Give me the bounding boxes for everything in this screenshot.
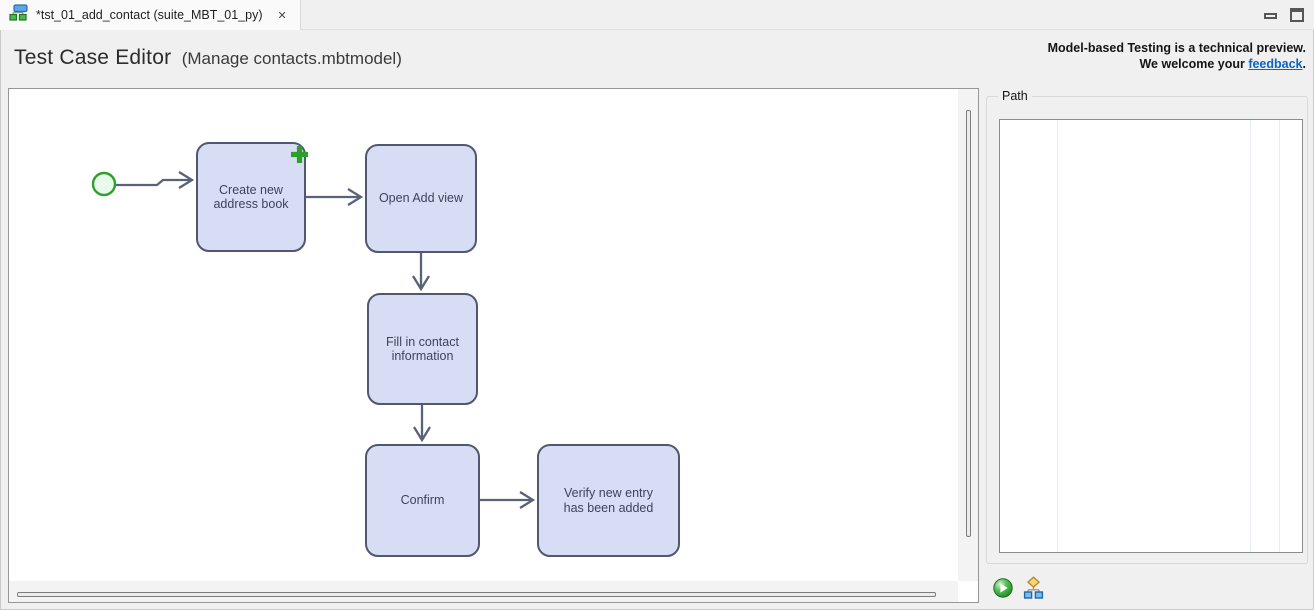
notice-line2-text: We welcome your	[1139, 56, 1249, 71]
path-column-divider	[1250, 120, 1251, 552]
tab-tst-01-add-contact[interactable]: *tst_01_add_contact (suite_MBT_01_py) ✕	[0, 0, 301, 30]
path-panel: Path	[986, 89, 1308, 564]
canvas-horizontal-scrollbar[interactable]	[9, 581, 958, 602]
scrollbar-corner	[958, 581, 978, 602]
page-title: Test Case Editor	[14, 46, 172, 69]
horizontal-scroll-thumb[interactable]	[17, 592, 936, 597]
node-label: Fill in contact information	[386, 334, 459, 364]
path-column-divider	[1057, 120, 1058, 552]
node-verify-new-entry[interactable]: Verify new entry has been added	[537, 444, 680, 557]
node-open-add-view[interactable]: Open Add view	[365, 144, 477, 253]
editor-tab-bar: *tst_01_add_contact (suite_MBT_01_py) ✕	[0, 0, 1314, 30]
page-subtitle: (Manage contacts.mbtmodel)	[181, 49, 402, 68]
node-label: Open Add view	[378, 191, 464, 206]
tab-label: *tst_01_add_contact (suite_MBT_01_py)	[36, 8, 263, 22]
node-label: Create new address book	[213, 182, 289, 212]
path-panel-title: Path	[998, 89, 1032, 103]
notice-line2: We welcome your feedback.	[1048, 57, 1306, 73]
tech-preview-notice: Model-based Testing is a technical previ…	[1048, 41, 1306, 72]
path-toolbar	[993, 576, 1045, 599]
maximize-icon[interactable]	[1290, 8, 1304, 22]
notice-line2-period: .	[1302, 56, 1306, 71]
diagram-edges-layer	[91, 171, 536, 509]
start-node[interactable]	[91, 171, 117, 197]
model-tree-icon[interactable]	[1022, 576, 1045, 599]
play-icon[interactable]	[993, 577, 1013, 598]
model-canvas[interactable]: Create new address book Open Add view Fi…	[8, 88, 979, 603]
edge-start-to-create[interactable]	[116, 171, 195, 189]
add-node-icon[interactable]	[289, 144, 310, 165]
node-confirm[interactable]: Confirm	[365, 444, 480, 557]
view-controls	[1264, 0, 1304, 30]
feedback-link[interactable]: feedback	[1248, 56, 1303, 71]
editor-header: Test Case Editor (Manage contacts.mbtmod…	[14, 46, 402, 70]
node-create-new-address-book[interactable]: Create new address book	[196, 142, 308, 252]
node-label: Confirm	[400, 493, 445, 508]
vertical-scroll-thumb[interactable]	[966, 110, 971, 537]
canvas-vertical-scrollbar[interactable]	[958, 89, 978, 581]
path-column-divider	[1279, 120, 1280, 552]
model-file-icon	[9, 4, 29, 26]
node-fill-in-contact-information[interactable]: Fill in contact information	[367, 293, 478, 405]
node-label: Verify new entry has been added	[563, 486, 654, 515]
tab-close-icon[interactable]: ✕	[277, 9, 287, 22]
minimize-icon[interactable]	[1264, 13, 1277, 19]
notice-line1: Model-based Testing is a technical previ…	[1047, 41, 1306, 55]
path-list[interactable]	[999, 119, 1303, 553]
